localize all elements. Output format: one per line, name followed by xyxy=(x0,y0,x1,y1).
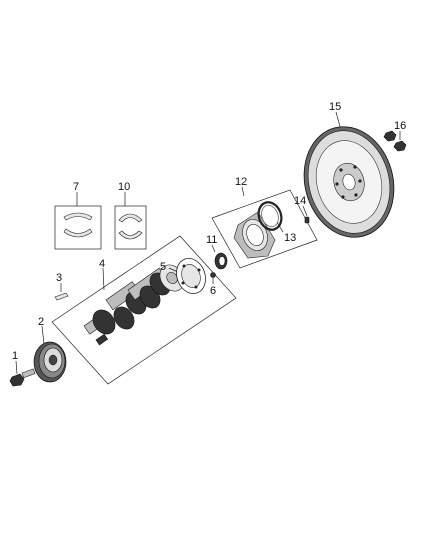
rear-main-seal[interactable] xyxy=(255,199,285,233)
callout-15: 15 xyxy=(329,101,341,113)
crankshaft[interactable] xyxy=(83,260,189,346)
callout-12: 12 xyxy=(235,176,247,188)
crankshaft-key[interactable] xyxy=(54,283,69,301)
callout-labels: 1 2 3 4 5 6 7 10 11 12 13 14 15 16 xyxy=(12,101,406,362)
callout-4: 4 xyxy=(99,258,105,270)
callout-10: 10 xyxy=(118,181,130,193)
reluctor-ring[interactable] xyxy=(168,254,210,297)
flexplate[interactable] xyxy=(292,111,406,247)
callout-6: 6 xyxy=(210,285,216,297)
callout-3: 3 xyxy=(56,272,62,284)
rear-seal-ring[interactable] xyxy=(211,244,228,270)
reluctor-screw[interactable] xyxy=(210,272,216,285)
vibration-damper[interactable] xyxy=(33,325,67,383)
callout-2: 2 xyxy=(38,316,44,328)
flexplate-bolts[interactable] xyxy=(383,130,407,152)
callout-13: 13 xyxy=(284,232,296,244)
callout-7: 7 xyxy=(73,181,79,193)
main-bearing-group[interactable] xyxy=(54,192,102,250)
crankshaft-kit-group xyxy=(51,235,237,385)
dowel-pin[interactable] xyxy=(302,205,310,224)
callout-1: 1 xyxy=(12,350,18,362)
rear-seal-retainer[interactable] xyxy=(233,211,276,259)
crankshaft-kit-box xyxy=(51,235,237,385)
rear-seal-retainer-group xyxy=(211,186,318,269)
rear-seal-retainer-box xyxy=(211,189,318,269)
damper-bolt[interactable] xyxy=(9,360,36,387)
callout-5: 5 xyxy=(160,261,166,273)
callout-16: 16 xyxy=(394,120,406,132)
thrust-bearing-group[interactable] xyxy=(114,192,147,250)
callout-14: 14 xyxy=(294,195,306,207)
callout-11: 11 xyxy=(206,234,217,246)
